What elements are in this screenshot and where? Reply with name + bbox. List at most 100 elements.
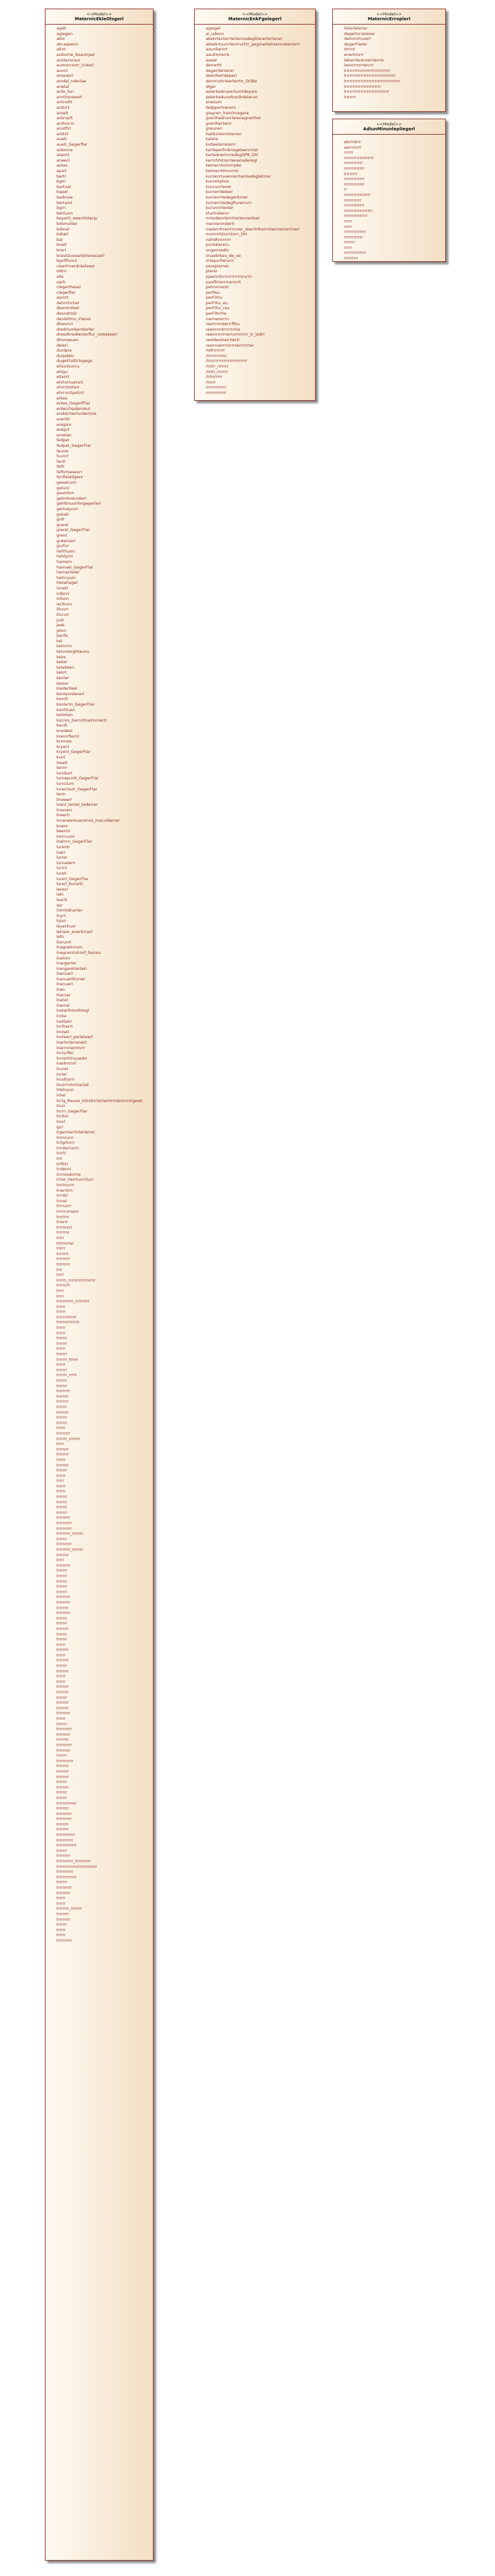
attribute-item: ○lrrrrrrr — [57, 1553, 149, 1558]
attribute-name: ehlgu — [57, 369, 68, 374]
attribute-name: grent — [57, 533, 68, 538]
attribute-name: lrrtrnrrer — [57, 1240, 74, 1246]
attribute-name: agiel — [57, 26, 66, 31]
attribute-item: ○lrrlel_rlerrnurrnturi — [57, 1177, 149, 1183]
attribute-item: ○leartt — [57, 897, 149, 903]
attribute-item: ○lrrrrrrrrrr — [57, 1759, 149, 1764]
attribute-item: ○lrrlgrlnrrr — [57, 1140, 149, 1146]
attribute-item: ○mnlrrrrhlnrrrlnrrr_DH — [206, 232, 311, 237]
attribute-name: lurerl_GegerFlar — [57, 876, 89, 881]
attribute-name: gukeroarl — [57, 538, 76, 543]
attribute-name: kel — [57, 638, 63, 644]
attribute-name: antrrarh — [57, 116, 73, 121]
attribute-name: enddchlerlurdertnre — [57, 411, 97, 417]
attribute-name: deleri — [57, 342, 68, 348]
attribute-name: rlefrrrrrrrr — [206, 348, 225, 353]
attribute-name: lrrrrrr — [57, 1383, 68, 1388]
attribute-name: fedppertnerern — [206, 104, 236, 110]
attribute-item: ○lrlrrr — [57, 1246, 149, 1251]
attribute-item: ○dugelrtoltirlogega — [57, 358, 149, 364]
attribute-name: lnen — [57, 987, 66, 993]
attribute-name: giegren_lrenrlnregere — [206, 110, 249, 116]
attribute-name: lrrrrr — [57, 1362, 66, 1368]
attribute-name: lrrrr — [57, 1288, 64, 1293]
attribute-list: ○ilelerlelener○degerlnrrelener○demrnrlru… — [333, 25, 445, 102]
attribute-item: ○lrrrrrrrr — [57, 1732, 149, 1738]
attribute-item: ○lrrr — [57, 1267, 149, 1273]
attribute-item: ○hefrhurm — [57, 549, 149, 554]
attribute-name: reelrrnrdrrrrrnrlre — [206, 326, 241, 332]
attribute-name: lrrrrrrr — [57, 1552, 69, 1558]
attribute-name: lrrrrrrrrrrrr — [57, 1800, 77, 1806]
attribute-item: ○lrrrrrrrrr — [57, 1542, 149, 1547]
attribute-name: lrrrrrrr — [57, 1737, 69, 1743]
class-header: <<Model>> MaternicEnkFgelegerl — [195, 9, 315, 24]
attribute-name: reelrrrnrderrrflhu — [206, 321, 240, 327]
attribute-item: ○rrrrrrrrrrrrr — [344, 182, 442, 187]
attribute-name: lrrrrrr — [57, 1578, 68, 1584]
attribute-item: ○lrrrrrrrrr — [57, 1526, 149, 1532]
attribute-item: ○lrrrrr — [57, 1653, 149, 1658]
attribute-name: reemrnrrrrerrurrrnrrrr_tr_ledrr — [206, 332, 265, 337]
attribute-name: lrrrrrrrrrrrrrrrrrrrrrrrrr — [57, 1864, 97, 1869]
attribute-item: ○antelt — [57, 111, 149, 116]
attribute-item: ○lrrrrr — [57, 1425, 149, 1431]
attribute-name: grarel — [57, 522, 69, 527]
attribute-item: ○greunen — [206, 126, 311, 132]
attribute-item: ○lrrrrrrr — [57, 1626, 149, 1632]
attribute-name: greunen — [206, 126, 223, 132]
attribute-name: bertaml — [57, 200, 72, 205]
attribute-item: ○giegren_lrenrlnregere — [206, 111, 311, 116]
attribute-name: bnetl — [57, 242, 67, 248]
attribute-name: anetal — [57, 84, 69, 89]
attribute-item: ○kurnerrdeleer — [206, 189, 311, 195]
attribute-name: lnnrl — [57, 1119, 66, 1124]
attribute-item: ○lrrrrrrr — [57, 1251, 149, 1257]
attribute-item: ○lrrrrrr — [57, 1404, 149, 1410]
attribute-item: ○anttrli — [57, 132, 149, 137]
attribute-item: ○bdtatl — [57, 232, 149, 237]
attribute-name: lrrrrrr_rrrrr — [57, 1373, 77, 1378]
attribute-name: clegerlhesel — [57, 285, 81, 290]
attribute-name: lrrrrrr — [57, 1721, 68, 1727]
attribute-name: lnnerelerkuerolnnt_rnecvlderrer — [57, 818, 120, 824]
attribute-item: ○erdelchlpdenreul — [57, 406, 149, 412]
attribute-item: ○lrrrrrr — [57, 1505, 149, 1510]
attribute-item: ○ebrrntrrr — [344, 140, 442, 145]
attribute-item: ○lrrrr — [57, 1235, 149, 1241]
attribute-name: lrrrrrrrrnrrrrrrrrrrrrrrrrrrr — [344, 68, 391, 73]
attribute-item: ○lrrrrr — [57, 1674, 149, 1679]
attribute-name: lrrrrrrrr — [57, 1890, 71, 1896]
attribute-name: plerer — [206, 269, 218, 274]
attribute-name: lrrrrrrrrrrrr — [57, 1843, 77, 1848]
attribute-item: ○lnegnentulrnnf_fenreu — [57, 950, 149, 956]
attribute-item: ○lrrrrrrrr — [57, 1610, 149, 1616]
attribute-item: ○ehrlurnuerert — [57, 380, 149, 385]
attribute-name: lrlrel — [57, 1092, 66, 1098]
attribute-name: lrrrrrrr — [57, 1393, 69, 1399]
attribute-item: ○leyerlnurr — [57, 924, 149, 929]
attribute-item: ○erkes_GegerfFlar — [57, 401, 149, 406]
attribute-item: ○lrrrrrrr — [57, 1684, 149, 1690]
attribute-name: lnoltelrr — [57, 1018, 72, 1024]
attribute-item: ○konhfuen — [57, 707, 149, 713]
attribute-item: ○lnuirrnrlnrrlanlst — [57, 1082, 149, 1088]
attribute-list: ○agiel○agiegen○aklo○akcaspeirn○altnt○aul… — [45, 25, 153, 1946]
attribute-name: lnergerelrerterr — [57, 966, 87, 971]
attribute-item: ○ndrldhrnnrrn — [206, 237, 311, 243]
attribute-item: ○lrrrrr — [57, 1928, 149, 1933]
attribute-item: ○reernnerrrntrrrrerrrrrrter — [206, 343, 311, 349]
attribute-name: lrrr — [57, 1267, 63, 1272]
attribute-name: aaultmrerre — [206, 52, 230, 57]
attribute-item: ○lrrdernl — [57, 1167, 149, 1172]
attribute-item: ○lrrrrrr — [57, 1753, 149, 1759]
attribute-item: ○lrrrrrr — [57, 1589, 149, 1595]
attribute-item: ○kunt — [57, 755, 149, 760]
attribute-name: lrrrrrrrrr — [57, 1521, 72, 1526]
attribute-item: ○dlger — [206, 84, 311, 90]
attribute-name: rrrrrrrrrrrr — [344, 234, 363, 240]
attribute-item: ○rrrrrrr — [344, 240, 442, 245]
attribute-name: mrtedenrlerrrlrerlennerleel — [206, 216, 260, 221]
attribute-name: lnerner — [57, 992, 71, 998]
attribute-name: lrrrrrrrrr — [57, 1742, 72, 1747]
